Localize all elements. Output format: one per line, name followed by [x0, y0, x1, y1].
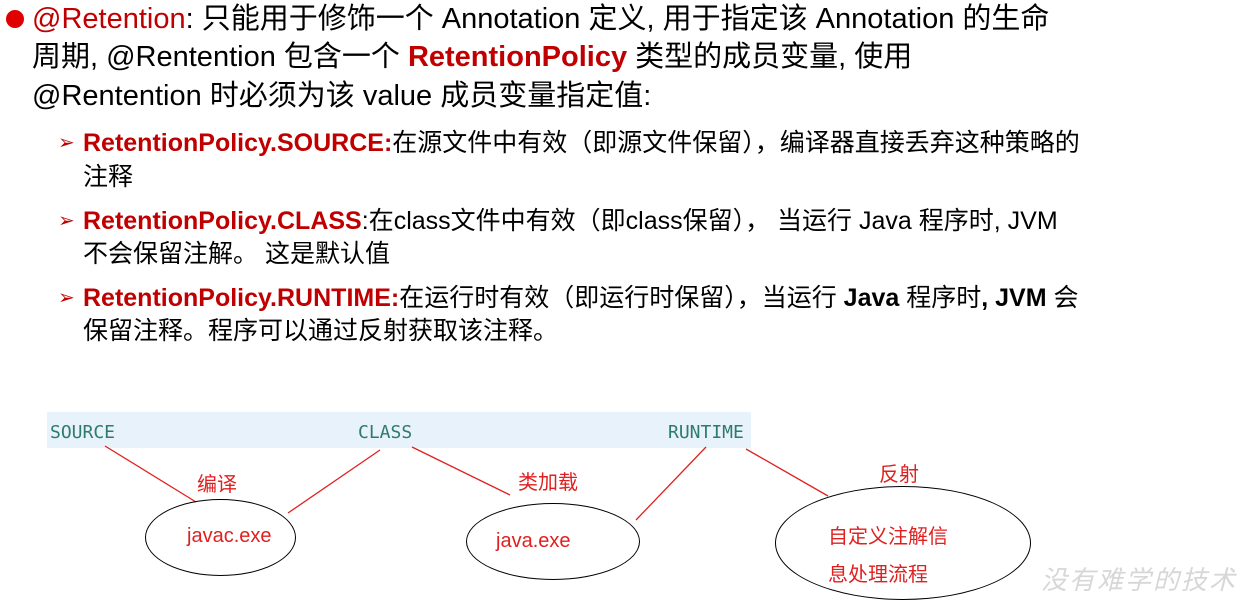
node-java — [466, 503, 640, 580]
item-runtime-line-2: 保留注释。程序可以通过反射获取该注释。 — [83, 315, 558, 348]
node-processing-label-2: 息处理流程 — [828, 564, 928, 586]
intro-line-3-text: @Rentention 时必须为该 value 成员变量指定值: — [32, 80, 652, 112]
item-source-text: 在源文件中有效（即源文件保留），编译器直接丢弃这种策略的 — [392, 129, 1080, 157]
retention-keyword: @Retention — [32, 3, 186, 35]
label-reflection: 反射 — [879, 464, 919, 486]
item-runtime-line-1: RetentionPolicy.RUNTIME:在运行时有效（即运行时保留），当… — [83, 282, 1079, 315]
label-class-loading: 类加载 — [518, 472, 578, 494]
stage-source: SOURCE — [50, 422, 116, 443]
node-java-label: java.exe — [496, 530, 571, 552]
item-runtime-text-e: 会 — [1046, 284, 1079, 312]
retention-stages-bar — [47, 412, 751, 448]
item-class-line-1: RetentionPolicy.CLASS:在class文件中有效（即class… — [83, 205, 1058, 238]
watermark: 没有难学的技术 — [1040, 566, 1237, 596]
arrow-bullet-icon: ➢ — [58, 132, 75, 154]
line-class-to-javac — [287, 449, 381, 514]
intro-line-2-c: 类型的成员变量, 使用 — [627, 41, 913, 73]
item-class-text: :在class文件中有效（即class保留）， 当运行 Java 程序时, JV… — [361, 207, 1058, 235]
item-class-text-2: 不会保留注解。 这是默认值 — [83, 240, 390, 268]
line-source-to-javac — [104, 445, 197, 503]
arrow-bullet-icon: ➢ — [58, 210, 75, 232]
item-source-key: RetentionPolicy.SOURCE: — [83, 129, 393, 157]
item-runtime-text-c: 程序时 — [899, 284, 982, 312]
line-runtime-to-process — [745, 448, 829, 497]
intro-line-3: @Rentention 时必须为该 value 成员变量指定值: — [32, 77, 651, 115]
item-source-text-2: 注释 — [83, 163, 134, 191]
arrow-bullet-icon: ➢ — [58, 287, 75, 309]
item-source-line-1: RetentionPolicy.SOURCE:在源文件中有效（即源文件保留），编… — [83, 127, 1080, 160]
item-runtime-text-2: 保留注释。程序可以通过反射获取该注释。 — [83, 317, 559, 345]
bullet-dot — [6, 10, 24, 28]
item-runtime-key: RetentionPolicy.RUNTIME: — [83, 284, 400, 312]
node-javac — [145, 499, 296, 576]
item-class-line-2: 不会保留注解。 这是默认值 — [83, 238, 390, 271]
line-class-to-java — [411, 446, 511, 496]
item-class-key: RetentionPolicy.CLASS — [83, 207, 362, 235]
stage-runtime: RUNTIME — [668, 422, 744, 443]
intro-line-2-a: 周期, @Rentention 包含一个 — [32, 41, 408, 73]
line-runtime-to-java — [635, 446, 707, 521]
node-annotation-processing — [775, 486, 1031, 600]
node-processing-label-1: 自定义注解信 — [828, 526, 948, 548]
retention-policy-keyword: RetentionPolicy — [407, 41, 628, 73]
intro-line-1: @Retention: 只能用于修饰一个 Annotation 定义, 用于指定… — [32, 0, 1049, 38]
node-javac-label: javac.exe — [187, 525, 272, 547]
item-runtime-text-a: 在运行时有效（即运行时保留），当运行 — [399, 284, 844, 312]
label-compile: 编译 — [197, 474, 237, 496]
stage-class: CLASS — [358, 422, 413, 443]
intro-line-2: 周期, @Rentention 包含一个 RetentionPolicy 类型的… — [32, 38, 912, 76]
item-source-line-2: 注释 — [83, 161, 133, 194]
intro-line-1-text: : 只能用于修饰一个 Annotation 定义, 用于指定该 Annotati… — [185, 3, 1050, 35]
item-runtime-jvm: , JVM — [981, 284, 1047, 312]
item-runtime-java: Java — [843, 284, 900, 312]
